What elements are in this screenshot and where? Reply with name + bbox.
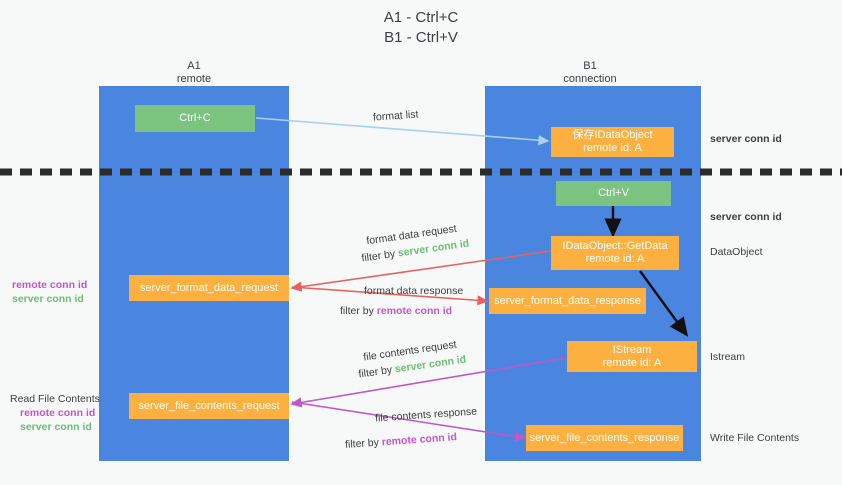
arrow-format-list: [255, 117, 550, 146]
column-b1-sub: connection: [563, 73, 617, 85]
box-getdata-line2: remote id: A: [585, 253, 645, 265]
column-a1-name: A1: [187, 60, 201, 72]
column-header-a1: A1 remote: [129, 60, 259, 86]
annotation-server-conn-id-1: server conn id: [12, 293, 84, 305]
box-server-format-data-response[interactable]: server_format_data_response: [489, 288, 646, 314]
box-ctrl-c-label: Ctrl+C: [179, 112, 211, 124]
box-istream[interactable]: IStream remote id: A: [567, 341, 697, 372]
column-a1-sub: remote: [176, 73, 212, 85]
box-store-idataobject-line1: 保存IDataObject: [572, 129, 653, 141]
annotation-istream: Istream: [710, 351, 746, 363]
arrow-format-data-response: [291, 286, 489, 306]
edge-label-format-data-response: format data response: [364, 285, 464, 297]
column-b1-name: B1: [583, 60, 597, 72]
box-ctrl-c[interactable]: Ctrl+C: [135, 105, 255, 132]
box-istream-line2: remote id: A: [602, 356, 662, 369]
arrow-file-contents-response: [291, 401, 527, 442]
box-ctrl-v-label: Ctrl+V: [598, 187, 629, 199]
arrow-file-contents-request: [290, 357, 567, 408]
column-header-b1: B1 connection: [525, 60, 655, 86]
box-server-format-data-request-label: server_format_data_request: [139, 281, 279, 294]
box-getdata[interactable]: IDataObject::GetData remote id: A: [551, 236, 679, 270]
annotation-server-conn-id-top: server conn id: [710, 133, 782, 145]
box-store-idataobject[interactable]: 保存IDataObject remote id: A: [551, 127, 674, 157]
arrow-format-data-request: [290, 250, 552, 292]
annotation-read-file-contents: Read File Contents: [10, 393, 100, 405]
box-server-format-data-request[interactable]: server_format_data_request: [129, 275, 289, 301]
annotation-remote-conn-id-1: remote conn id: [12, 279, 88, 291]
annotation-dataobject: DataObject: [710, 246, 763, 258]
annotation-read-file-contents-group: Read File Contents remote conn id server…: [10, 392, 100, 434]
filter-prefix: filter by: [340, 305, 377, 317]
annotation-server-conn-id-mid: server conn id: [710, 211, 782, 223]
edge-label-format-data-response-filter: filter by remote conn id: [340, 304, 452, 318]
box-server-format-data-response-label: server_format_data_response: [494, 294, 641, 307]
filter-value-remote-conn-id: remote conn id: [376, 305, 453, 317]
box-istream-line1: IStream: [612, 343, 652, 356]
annotation-server-conn-id-2: server conn id: [20, 421, 92, 433]
annotation-conn-ids-top: remote conn id server conn id: [12, 278, 87, 306]
annotation-remote-conn-id-2: remote conn id: [20, 407, 96, 419]
title-line-2: B1 - Ctrl+V: [384, 29, 458, 46]
arrow-getdata-to-istream: [639, 270, 689, 337]
box-server-file-contents-request[interactable]: server_file_contents_request: [129, 393, 289, 419]
box-ctrl-v[interactable]: Ctrl+V: [556, 181, 671, 206]
page-title: A1 - Ctrl+C B1 - Ctrl+V: [0, 8, 842, 48]
filter-prefix: filter by: [344, 436, 383, 451]
box-store-idataobject-line2: remote id: A: [583, 142, 642, 154]
title-line-1: A1 - Ctrl+C: [383, 9, 459, 26]
box-server-file-contents-response[interactable]: server_file_contents_response: [526, 425, 683, 451]
annotation-write-file-contents: Write File Contents: [710, 432, 800, 444]
box-getdata-line1: IDataObject::GetData: [562, 240, 668, 252]
box-server-file-contents-request-label: server_file_contents_request: [138, 399, 280, 412]
box-server-file-contents-response-label: server_file_contents_response: [529, 431, 680, 444]
